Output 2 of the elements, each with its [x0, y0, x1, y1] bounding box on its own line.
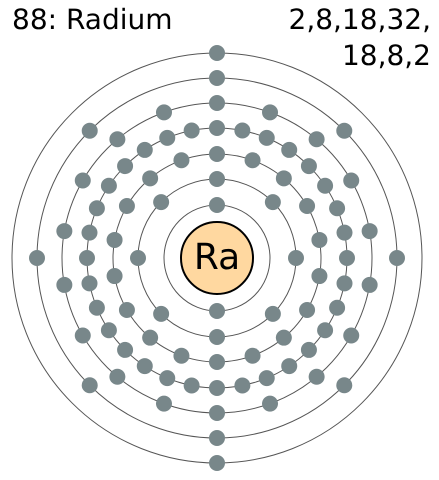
electron-configuration: 2,8,18,32, 18,8,2 — [288, 2, 431, 74]
element-title: 88: Radium — [12, 2, 173, 38]
